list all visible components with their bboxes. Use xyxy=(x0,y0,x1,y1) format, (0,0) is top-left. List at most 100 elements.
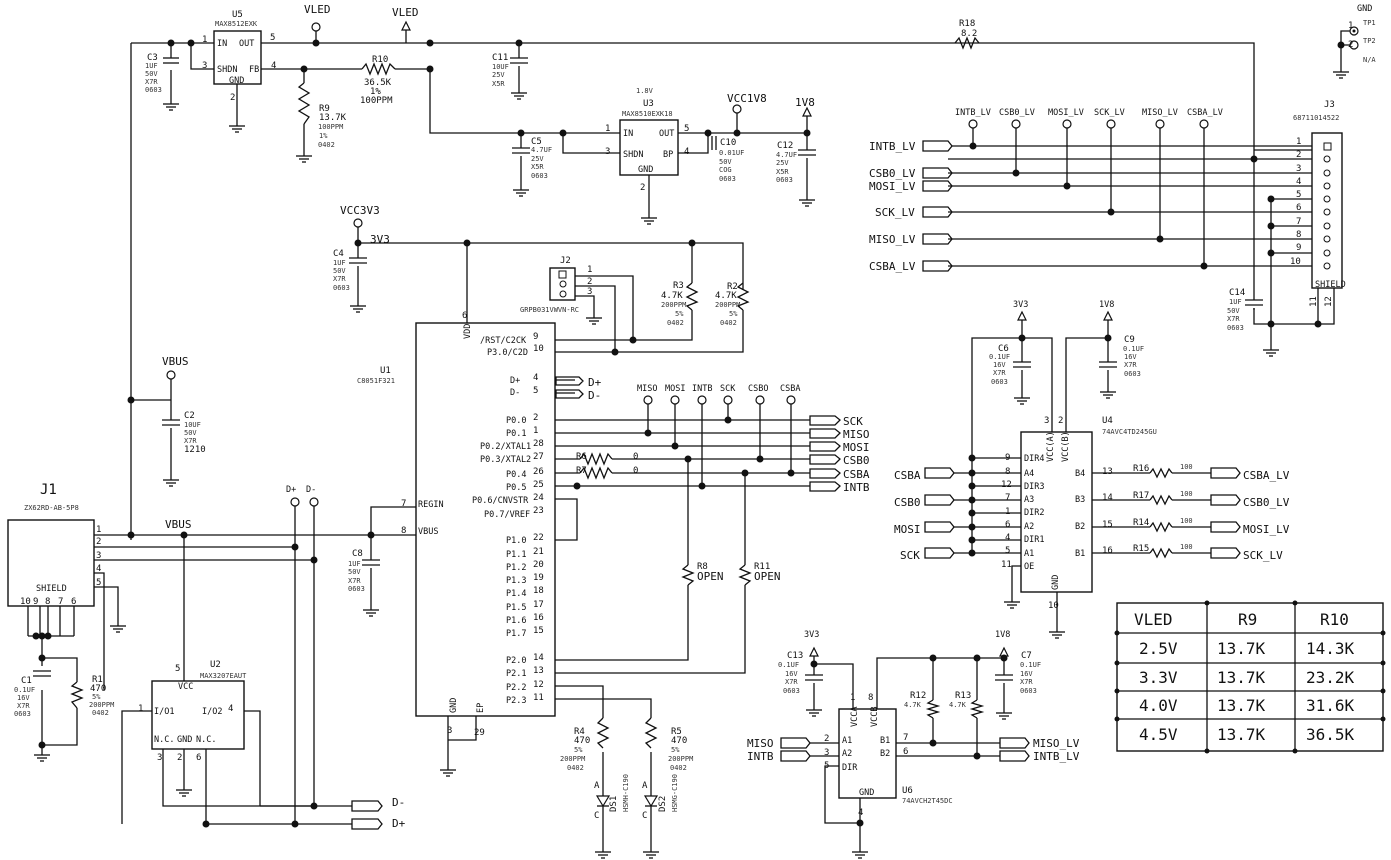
svg-text:CSBO: CSBO xyxy=(748,384,768,394)
svg-text:COG: COG xyxy=(719,166,732,174)
svg-text:X7R: X7R xyxy=(333,275,346,283)
svg-text:4.7K: 4.7K xyxy=(904,701,922,709)
svg-text:C6: C6 xyxy=(998,344,1009,354)
svg-text:GND: GND xyxy=(1051,575,1061,590)
svg-text:D-: D- xyxy=(510,388,520,398)
svg-text:0603: 0603 xyxy=(531,172,548,180)
svg-text:6: 6 xyxy=(1005,520,1010,530)
svg-text:4: 4 xyxy=(533,373,538,383)
svg-text:A2: A2 xyxy=(842,749,852,759)
svg-text:R12: R12 xyxy=(910,691,926,701)
svg-text:23: 23 xyxy=(533,506,544,516)
svg-text:INTB_LV: INTB_LV xyxy=(955,108,991,118)
svg-text:A3: A3 xyxy=(1024,495,1034,505)
svg-text:VCC3V3: VCC3V3 xyxy=(340,204,380,217)
svg-text:P1.7: P1.7 xyxy=(506,629,526,639)
svg-text:7: 7 xyxy=(1005,493,1010,503)
svg-text:P1.4: P1.4 xyxy=(506,589,526,599)
svg-text:6: 6 xyxy=(71,597,76,607)
vled-resistor-table: VLED R9 R10 2.5V 13.7K 14.3K 3.3V 13.7K … xyxy=(1114,600,1386,754)
table-cell: 4.5V xyxy=(1139,725,1178,744)
svg-text:19: 19 xyxy=(533,573,544,583)
svg-text:5%: 5% xyxy=(675,310,684,318)
svg-text:3: 3 xyxy=(157,753,162,763)
svg-text:HSMG-C190: HSMG-C190 xyxy=(671,774,679,812)
svg-text:200PPM: 200PPM xyxy=(715,301,740,309)
svg-text:MOSI: MOSI xyxy=(665,384,685,394)
svg-text:470: 470 xyxy=(90,684,106,694)
svg-text:P1.5: P1.5 xyxy=(506,603,526,613)
svg-text:68711014522: 68711014522 xyxy=(1293,114,1339,122)
svg-text:1: 1 xyxy=(587,265,592,275)
svg-text:5: 5 xyxy=(1296,190,1301,200)
svg-text:21: 21 xyxy=(533,547,544,557)
svg-text:X5R: X5R xyxy=(492,80,505,88)
svg-text:5%: 5% xyxy=(729,310,738,318)
svg-text:1UF: 1UF xyxy=(333,259,346,267)
svg-text:B2: B2 xyxy=(1075,522,1085,532)
svg-text:X7R: X7R xyxy=(145,78,158,86)
svg-text:MISO: MISO xyxy=(637,384,657,394)
svg-text:74AVCH2T45DC: 74AVCH2T45DC xyxy=(902,797,953,805)
table-cell: 31.6K xyxy=(1306,696,1355,715)
svg-text:0603: 0603 xyxy=(776,176,793,184)
svg-text:11: 11 xyxy=(533,693,544,703)
svg-text:SCK_LV: SCK_LV xyxy=(1243,549,1283,562)
svg-text:J2: J2 xyxy=(560,256,571,266)
svg-text:1%: 1% xyxy=(319,132,328,140)
svg-text:P0.2/XTAL1: P0.2/XTAL1 xyxy=(480,442,531,452)
svg-text:SHDN: SHDN xyxy=(217,65,237,75)
svg-text:SHIELD: SHIELD xyxy=(1315,280,1346,290)
svg-text:GND: GND xyxy=(449,698,459,713)
svg-text:EP: EP xyxy=(476,703,486,713)
svg-text:DS1: DS1 xyxy=(609,796,619,812)
table-header-vled: VLED xyxy=(1134,610,1173,629)
svg-text:DIR3: DIR3 xyxy=(1024,482,1044,492)
u5-regulator: U5 MAX8512EXK IN OUT SHDN FB GND 1 3 5 4… xyxy=(202,10,276,103)
svg-text:P1.3: P1.3 xyxy=(506,576,526,586)
svg-text:74AVC4TD245GU: 74AVC4TD245GU xyxy=(1102,428,1157,436)
svg-text:5: 5 xyxy=(533,386,538,396)
svg-text:C8: C8 xyxy=(352,549,363,559)
svg-text:12: 12 xyxy=(1001,480,1012,490)
svg-text:B1: B1 xyxy=(1075,549,1085,559)
svg-text:27: 27 xyxy=(533,452,544,462)
svg-text:B3: B3 xyxy=(1075,495,1085,505)
svg-text:0: 0 xyxy=(633,452,638,462)
svg-text:R6: R6 xyxy=(576,452,587,462)
svg-text:P0.1: P0.1 xyxy=(506,429,526,439)
u6-translator: U6 74AVCH2T45DC VCCA VCCB GND A1 A2 DIR … xyxy=(824,693,953,818)
svg-text:MOSI_LV: MOSI_LV xyxy=(1243,523,1290,536)
svg-text:U6: U6 xyxy=(902,786,913,796)
svg-text:R10: R10 xyxy=(372,55,388,65)
svg-text:4.7K: 4.7K xyxy=(949,701,967,709)
svg-text:4: 4 xyxy=(96,564,101,574)
svg-text:10: 10 xyxy=(20,597,31,607)
svg-text:8.2: 8.2 xyxy=(961,29,977,39)
svg-text:2: 2 xyxy=(824,734,829,744)
svg-text:29: 29 xyxy=(474,728,485,738)
svg-text:25: 25 xyxy=(533,480,544,490)
svg-text:0: 0 xyxy=(633,466,638,476)
svg-text:X5R: X5R xyxy=(776,168,789,176)
svg-text:18: 18 xyxy=(533,586,544,596)
vled-label-2: VLED xyxy=(392,6,419,19)
svg-text:INTB_LV: INTB_LV xyxy=(1033,750,1080,763)
svg-text:C5: C5 xyxy=(531,137,542,147)
svg-text:P2.3: P2.3 xyxy=(506,696,526,706)
svg-text:CSB0: CSB0 xyxy=(894,496,921,509)
svg-text:X7R: X7R xyxy=(1020,678,1033,686)
svg-text:25V: 25V xyxy=(776,159,789,167)
svg-text:50V: 50V xyxy=(333,267,346,275)
svg-text:R13: R13 xyxy=(955,691,971,701)
svg-text:13: 13 xyxy=(1102,467,1113,477)
svg-text:P1.1: P1.1 xyxy=(506,550,526,560)
svg-text:SHDN: SHDN xyxy=(623,150,643,160)
svg-text:100: 100 xyxy=(1180,543,1193,551)
svg-text:16V: 16V xyxy=(1020,670,1033,678)
table-cell: 2.5V xyxy=(1139,639,1178,658)
svg-text:50V: 50V xyxy=(184,429,197,437)
svg-text:SCK_LV: SCK_LV xyxy=(875,206,915,219)
svg-text:C: C xyxy=(642,811,647,821)
svg-text:CSB0_LV: CSB0_LV xyxy=(869,167,916,180)
